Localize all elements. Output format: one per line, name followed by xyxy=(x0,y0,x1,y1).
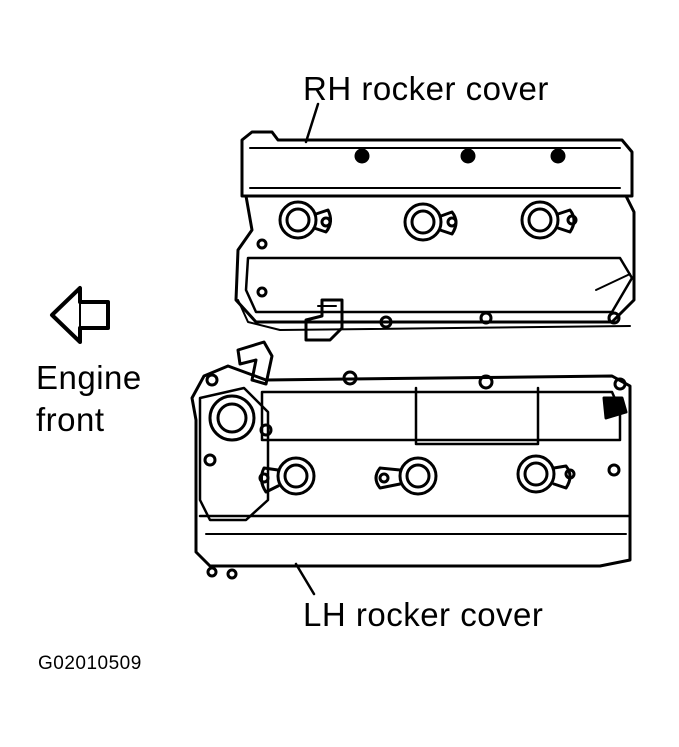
lh-plug-hole-2 xyxy=(374,456,438,496)
rh-plug-hole-1 xyxy=(278,200,333,240)
lh-plug-hole-3 xyxy=(516,454,576,494)
figure-id: G02010509 xyxy=(38,653,142,674)
engine-front-label: Engine front xyxy=(36,357,142,441)
rh-rocker-cover-label: RH rocker cover xyxy=(303,70,549,107)
rh-rocker-cover xyxy=(234,102,636,342)
engine-front-line-1: Engine xyxy=(36,359,142,396)
rh-plug-hole-2 xyxy=(403,202,458,242)
rh-plug-hole-3 xyxy=(520,200,578,240)
lh-plug-hole-1 xyxy=(258,456,316,496)
engine-front-line-2: front xyxy=(36,401,105,438)
lh-rocker-cover-label: LH rocker cover xyxy=(303,596,544,633)
lh-rocker-cover xyxy=(190,340,632,596)
left-arrow-icon xyxy=(50,286,110,344)
